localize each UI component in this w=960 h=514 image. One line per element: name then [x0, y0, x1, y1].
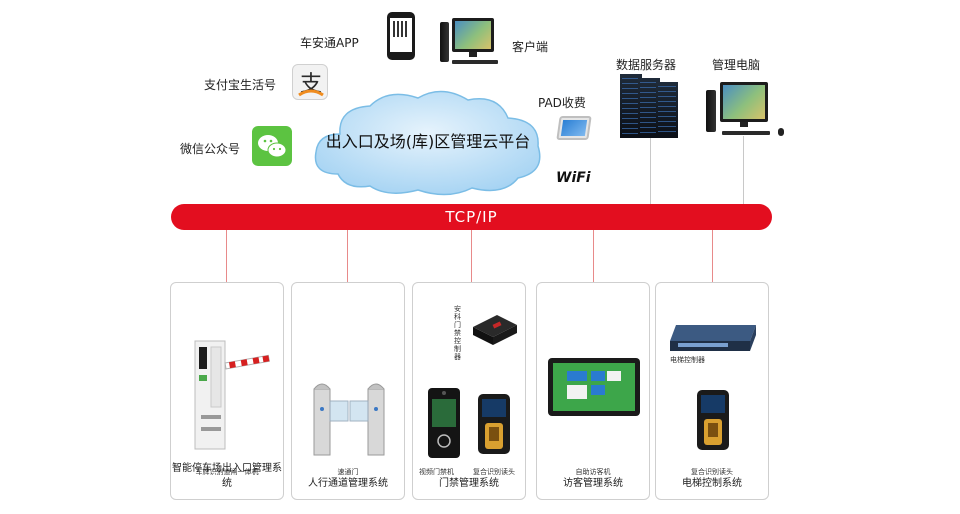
system-card-elevator: 电梯控制器 复合识别读头 电梯控制系统 [655, 282, 769, 500]
system-card-parking: 车牌识别道闸一体机 智能停车场出入口管理系统 [170, 282, 284, 500]
elevator-reader-icon [697, 390, 729, 450]
elevator-controller-icon [670, 325, 756, 351]
caption-access-controller: 安科门禁控制器 [454, 305, 461, 361]
system-title-access: 门禁管理系统 [439, 478, 499, 489]
qr-phone-icon [387, 12, 415, 60]
link-elevator [712, 230, 713, 282]
barrier-gate-icon [194, 340, 270, 450]
system-title-elevator: 电梯控制系统 [682, 478, 742, 489]
wechat-label: 微信公众号 [180, 142, 241, 156]
caption-lpr-gate: 车牌识别道闸一体机 [195, 468, 259, 476]
access-controller-icon [473, 315, 517, 345]
link-parking [226, 230, 227, 282]
tablet-icon [556, 116, 592, 140]
visitor-kiosk-icon [548, 358, 640, 416]
system-title-pedestrian: 人行通道管理系统 [308, 478, 388, 489]
admin-pc-label: 管理电脑 [712, 58, 761, 72]
alipay-label: 支付宝生活号 [204, 78, 277, 92]
server-label: 数据服务器 [616, 58, 677, 72]
video-door-station-icon [428, 388, 460, 458]
link-visitor [593, 230, 594, 282]
system-title-parking: 智能停车场出入口管理系统 [172, 463, 282, 489]
system-card-visitor: 自助访客机 访客管理系统 [536, 282, 650, 500]
admin-pc-link [743, 136, 744, 204]
cloud-platform [314, 90, 541, 196]
cloud-label: 出入口及场(库)区管理云平台 [325, 132, 531, 151]
link-pedestrian [347, 230, 348, 282]
system-title-visitor: 访客管理系统 [563, 478, 623, 489]
turnstile-icon [313, 383, 385, 456]
wifi-icon: WiFi [556, 170, 591, 186]
server-link [650, 138, 651, 204]
card-reader-icon [478, 394, 510, 454]
caption-visitor-kiosk: 自助访客机 [575, 468, 611, 476]
bus-label: TCP/IP [445, 208, 498, 226]
wechat-icon [252, 126, 292, 166]
system-card-access: 安科门禁控制器 视频门禁机 复合识别读头 门禁管理系统 [412, 282, 526, 500]
tcp-ip-bus: TCP/IP [171, 204, 772, 230]
caption-elevator-controller: 电梯控制器 [670, 356, 705, 364]
pad-label: PAD收费 [538, 96, 586, 110]
caption-speed-gate: 速通门 [337, 468, 359, 476]
caption-video-door: 视频门禁机 [419, 468, 454, 476]
caption-reader: 复合识别读头 [473, 468, 515, 476]
alipay-icon: 支 [292, 64, 328, 100]
caption-elevator-reader: 复合识别读头 [691, 468, 733, 476]
link-access [471, 230, 472, 282]
client-label: 客户端 [512, 40, 549, 54]
system-card-pedestrian: 速通门 人行通道管理系统 [291, 282, 405, 500]
app-label: 车安通APP [300, 36, 359, 50]
